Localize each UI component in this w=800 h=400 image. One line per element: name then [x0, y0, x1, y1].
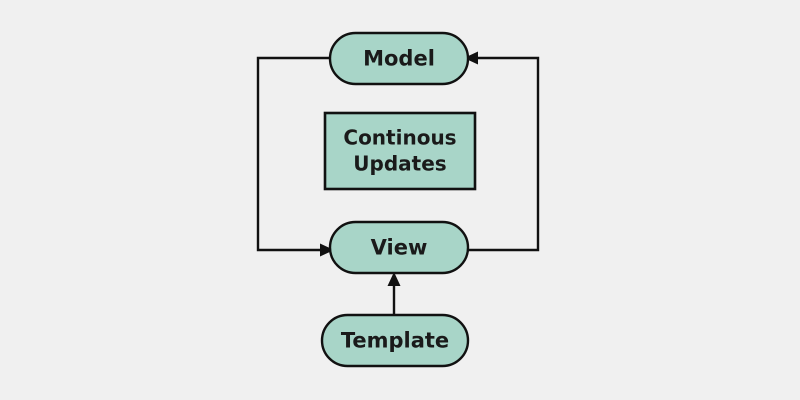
- node-model-shape: [328, 31, 470, 86]
- node-model-label: Model: [363, 47, 435, 71]
- node-view-shape: [328, 220, 470, 275]
- node-template[interactable]: Template: [320, 313, 470, 368]
- edge-view-to-model: [464, 51, 540, 252]
- edge-model-to-view-path: [256, 56, 330, 252]
- edge-model-to-view: [256, 56, 334, 257]
- node-continous-updates[interactable]: Continous Updates: [323, 111, 477, 191]
- edge-template-to-view-arrowhead: [387, 272, 401, 286]
- node-view[interactable]: View: [328, 220, 470, 275]
- edge-model-to-view-arrowhead: [320, 243, 334, 257]
- edge-view-to-model-path: [468, 56, 540, 252]
- node-template-shape: [320, 313, 470, 368]
- node-model[interactable]: Model: [328, 31, 470, 86]
- node-continous-updates-label-line2: Updates: [353, 152, 446, 176]
- edge-template-to-view: [387, 272, 401, 315]
- node-template-label: Template: [341, 329, 449, 353]
- node-continous-updates-label-line1: Continous: [343, 126, 456, 150]
- node-view-label: View: [371, 236, 428, 260]
- node-continous-updates-shape: [323, 111, 477, 191]
- edge-view-to-model-arrowhead: [464, 51, 478, 65]
